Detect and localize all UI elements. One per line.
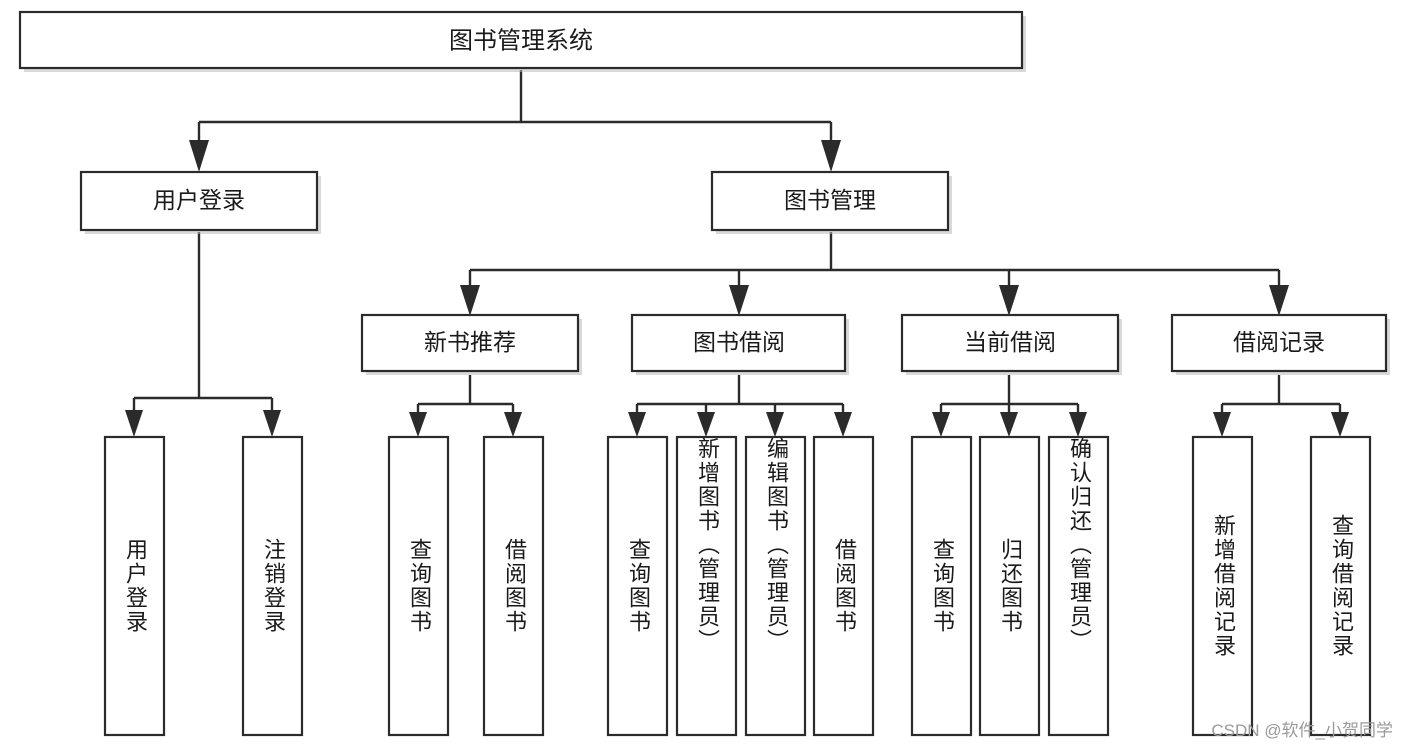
book-manage-box[interactable] (710, 170, 950, 232)
leaf-box-query-book-1[interactable] (387, 435, 450, 737)
arrowhead-borrowrecord (1269, 285, 1289, 316)
node-book-manage[interactable]: 图书管理 (710, 170, 952, 234)
leaf-box-borrow-book-2[interactable] (812, 435, 875, 737)
leaf-box-borrow-book-1[interactable] (482, 435, 545, 737)
borrow-record-label: 借阅记录 (1233, 329, 1325, 355)
leaf-box-add-book[interactable] (675, 435, 738, 737)
leaf-box-add-record[interactable] (1191, 435, 1254, 737)
arrowhead-leaf-query-book-1 (409, 412, 427, 437)
root-box[interactable] (18, 10, 1024, 70)
borrow-record-box[interactable] (1170, 313, 1388, 373)
leaf-box-user-login[interactable] (103, 435, 166, 737)
arrowhead-leaf-add-record (1213, 412, 1231, 437)
arrowhead-leaf-borrow-book-2 (834, 412, 852, 437)
book-borrow-box[interactable] (630, 313, 847, 373)
current-borrow-box[interactable] (900, 313, 1120, 373)
arrowhead-currentborrow (999, 285, 1019, 316)
arrowhead-leaf-confirm-return (1069, 412, 1087, 437)
node-current-borrow[interactable]: 当前借阅 (900, 313, 1122, 375)
arrowhead-leaf-user-login (125, 410, 143, 437)
node-borrow-record[interactable]: 借阅记录 (1170, 313, 1390, 375)
leaf-box-edit-book[interactable] (744, 435, 807, 737)
current-borrow-label: 当前借阅 (964, 329, 1056, 355)
arrowhead-leaf-query-record (1331, 412, 1349, 437)
new-book-rec-label: 新书推荐 (424, 329, 516, 355)
arrowhead-newbook (460, 285, 480, 316)
arrowhead-leaf-return-book (1000, 412, 1018, 437)
book-manage-label: 图书管理 (784, 187, 876, 213)
node-root[interactable]: 图书管理系统 (18, 10, 1026, 72)
arrowhead-leaf-edit-book (766, 412, 784, 437)
new-book-rec-box[interactable] (360, 313, 580, 373)
leaf-group (103, 435, 1372, 737)
arrowhead-user-login (189, 140, 209, 172)
csdn-watermark: CSDN @软件_小贺同学 (1211, 721, 1393, 740)
user-login-label: 用户登录 (153, 187, 245, 213)
leaf-box-confirm-return[interactable] (1047, 435, 1110, 737)
arrowhead-bookborrow (729, 285, 749, 316)
arrowhead-leaf-query-book-2 (628, 412, 646, 437)
node-book-borrow[interactable]: 图书借阅 (630, 313, 849, 375)
leaf-box-return-book[interactable] (978, 435, 1041, 737)
user-login-box[interactable] (79, 170, 319, 232)
leaf-box-query-book-2[interactable] (606, 435, 669, 737)
root-label: 图书管理系统 (449, 27, 593, 54)
arrowhead-leaf-add-book (697, 412, 715, 437)
leaf-box-logout[interactable] (241, 435, 304, 737)
arrowhead-book-manage (821, 140, 841, 172)
node-user-login[interactable]: 用户登录 (79, 170, 321, 234)
book-borrow-label: 图书借阅 (693, 329, 785, 355)
connector-group (125, 70, 1349, 437)
arrowhead-leaf-borrow-book-1 (504, 412, 522, 437)
leaf-box-query-book-3[interactable] (910, 435, 973, 737)
node-new-book-rec[interactable]: 新书推荐 (360, 313, 582, 375)
arrowhead-leaf-query-book-3 (932, 412, 950, 437)
arrowhead-leaf-logout (263, 410, 281, 437)
leaf-box-query-record[interactable] (1309, 435, 1372, 737)
